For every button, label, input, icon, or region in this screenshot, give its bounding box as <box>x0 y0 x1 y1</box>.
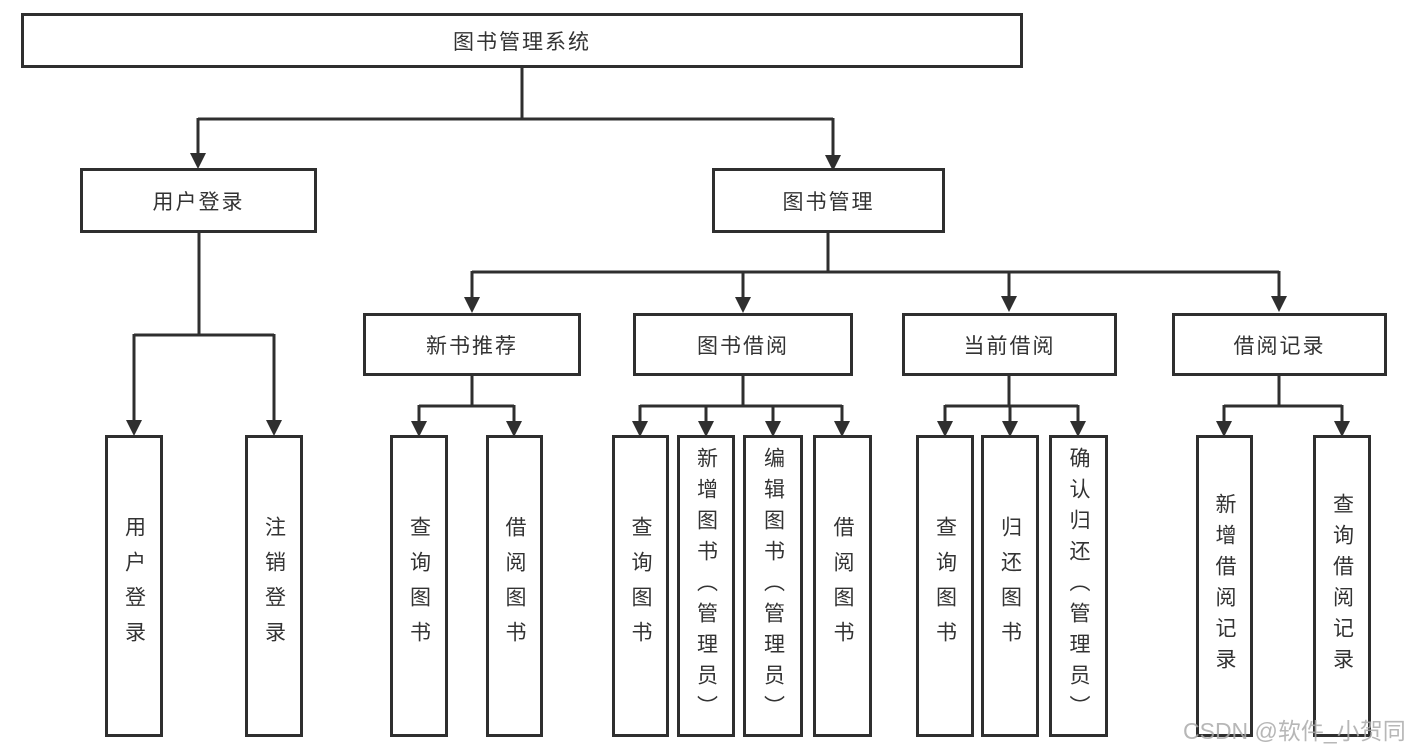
csdn-watermark: CSDN @软件_小贺同学 <box>1183 718 1405 744</box>
leaf-query-borrow-record: 查询借阅记录 <box>1313 435 1371 737</box>
node-current-borrowing-label: 当前借阅 <box>963 334 1056 358</box>
node-new-book-recommend: 新书推荐 <box>363 313 581 376</box>
leaf-query-books-current: 查询图书 <box>916 435 974 737</box>
leaf-return-books: 归还图书 <box>981 435 1039 737</box>
leaf-label: 查询图书 <box>407 516 431 656</box>
leaf-label: 查询图书 <box>933 516 957 656</box>
node-root: 图书管理系统 <box>21 13 1023 68</box>
leaf-add-books-admin: 新增图书（管理员） <box>677 435 735 737</box>
leaf-label: 查询图书 <box>629 516 652 656</box>
leaf-confirm-return-admin: 确认归还（管理员） <box>1049 435 1108 737</box>
leaf-logout-label: 注销登录 <box>262 516 286 656</box>
leaf-query-books-recommend: 查询图书 <box>390 435 448 737</box>
node-user-login-label: 用户登录 <box>152 190 245 214</box>
leaf-label: 编辑图书（管理员） <box>761 446 785 726</box>
leaf-label: 查询借阅记录 <box>1330 493 1354 679</box>
leaf-label: 借阅图书 <box>503 516 526 656</box>
node-root-label: 图书管理系统 <box>453 30 591 54</box>
node-current-borrowing: 当前借阅 <box>902 313 1117 376</box>
node-new-book-recommend-label: 新书推荐 <box>426 334 518 358</box>
arrowheads <box>126 153 1350 437</box>
node-borrowing-records: 借阅记录 <box>1172 313 1387 376</box>
leaf-borrow-books-recommend: 借阅图书 <box>486 435 543 737</box>
leaf-label: 新增图书（管理员） <box>694 446 718 726</box>
node-book-management-label: 图书管理 <box>782 190 875 214</box>
leaf-edit-books-admin: 编辑图书（管理员） <box>743 435 803 737</box>
leaf-borrow-books-borrowing: 借阅图书 <box>813 435 872 737</box>
node-user-login: 用户登录 <box>80 168 317 233</box>
leaf-label: 新增借阅记录 <box>1213 493 1236 679</box>
node-book-borrowing-label: 图书借阅 <box>697 334 789 358</box>
leaf-label: 借阅图书 <box>831 516 854 656</box>
node-borrowing-records-label: 借阅记录 <box>1233 334 1326 358</box>
leaf-user-login-label: 用户登录 <box>122 516 146 656</box>
node-book-borrowing: 图书借阅 <box>633 313 853 376</box>
leaf-query-books-borrowing: 查询图书 <box>612 435 669 737</box>
leaf-label: 确认归还（管理员） <box>1067 446 1090 726</box>
leaf-user-login: 用户登录 <box>105 435 163 737</box>
leaf-logout: 注销登录 <box>245 435 303 737</box>
node-book-management: 图书管理 <box>712 168 945 233</box>
leaf-label: 归还图书 <box>998 516 1022 656</box>
leaf-add-borrow-record: 新增借阅记录 <box>1196 435 1253 737</box>
